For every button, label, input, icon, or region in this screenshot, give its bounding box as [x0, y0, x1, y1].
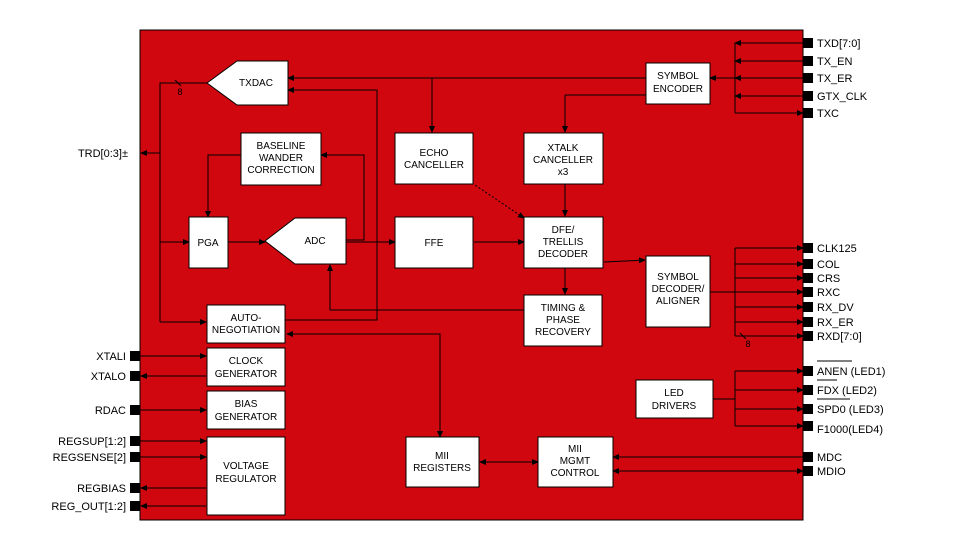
pga-block: PGA [188, 216, 229, 269]
voltage-label-1: VOLTAGE [223, 461, 269, 472]
adc-block: ADC [264, 217, 347, 265]
xtalk-label-1: XTALK [548, 143, 579, 154]
bias-generator-block: BIAS GENERATOR [206, 390, 286, 430]
symbol-decoder-block: SYMBOL DECODER/ ALIGNER [645, 255, 711, 328]
symbol-decoder-label-3: ALIGNER [656, 296, 700, 307]
mii-mgmt-control-block: MII MGMT CONTROL [537, 436, 614, 488]
pin-led1: ANEN (LED1) [817, 366, 885, 378]
ffe-block: FFE [394, 216, 474, 269]
mii-mgmt-label-1: MII [568, 444, 582, 455]
right-pins: TXD[7:0] TX_EN TX_ER GTX_CLK TXC CLK125 … [745, 38, 885, 478]
signal-lines [140, 40, 804, 509]
dfe-label-1: DFE/ [552, 225, 575, 236]
pin-mdio: MDIO [817, 466, 846, 478]
symbol-encoder-label-1: SYMBOL [657, 71, 699, 82]
dfe-label-3: DECODER [538, 249, 588, 260]
pin-txc: TXC [817, 108, 839, 120]
pin-xtalo: XTALO [91, 371, 127, 383]
baseline-label-1: BASELINE [257, 141, 306, 152]
pin-led4: F1000(LED4) [817, 424, 883, 436]
pin-col: COL [817, 259, 840, 271]
mii-registers-label-2: REGISTERS [413, 463, 471, 474]
pin-xtali: XTALI [96, 351, 126, 363]
clock-generator-block: CLOCK GENERATOR [206, 347, 286, 387]
pin-mdc: MDC [817, 452, 842, 464]
echo-label-2: CANCELLER [404, 160, 464, 171]
symbol-encoder-block: SYMBOL ENCODER [645, 62, 711, 105]
timing-label-1: TIMING & [541, 303, 586, 314]
timing-recovery-block: TIMING & PHASE RECOVERY [523, 294, 603, 347]
timing-label-2: PHASE [546, 315, 580, 326]
pga-label: PGA [197, 238, 218, 249]
pin-rxd: RXD[7:0] [817, 331, 862, 343]
echo-canceller-block: ECHO CANCELLER [394, 132, 474, 185]
pin-regsup: REGSUP[1:2] [58, 436, 126, 448]
baseline-label-2: WANDER [259, 153, 303, 164]
txdac-block: TXDAC [206, 60, 289, 106]
mii-mgmt-label-2: MGMT [560, 456, 591, 467]
pin-regbias: REGBIAS [77, 483, 126, 495]
pin-tx-en: TX_EN [817, 56, 853, 68]
mii-registers-label-1: MII [435, 451, 449, 462]
left-pins: TRD[0:3]± XTALI XTALO RDAC REGSUP[1:2] R… [51, 148, 140, 513]
symbol-decoder-label-1: SYMBOL [657, 272, 699, 283]
mii-mgmt-label-3: CONTROL [551, 468, 600, 479]
pin-regsense: REGSENSE[2] [53, 452, 126, 464]
txdac-bus-width: 8 [177, 87, 182, 97]
led-drivers-block: LED DRIVERS [635, 379, 714, 419]
ffe-label: FFE [425, 238, 444, 249]
voltage-regulator-block: VOLTAGE REGULATOR [206, 436, 286, 516]
pin-tx-er: TX_ER [817, 73, 853, 85]
auto-negotiation-block: AUTO- NEGOTIATION [206, 304, 286, 344]
autoneg-label-1: AUTO- [231, 313, 262, 324]
baseline-wander-block: BASELINE WANDER CORRECTION [240, 132, 322, 186]
pin-rdac: RDAC [95, 405, 126, 417]
mii-registers-block: MII REGISTERS [405, 436, 480, 488]
adc-label: ADC [304, 236, 325, 247]
xtalk-canceller-block: XTALK CANCELLER x3 [523, 132, 604, 185]
bias-label-2: GENERATOR [215, 412, 277, 423]
pin-txd: TXD[7:0] [817, 38, 860, 50]
txdac-label: TXDAC [239, 78, 273, 89]
pin-clk125: CLK125 [817, 243, 857, 255]
pin-led2: FDX (LED2) [817, 385, 877, 397]
pin-crs: CRS [817, 273, 840, 285]
dfe-label-2: TRELLIS [543, 237, 584, 248]
pin-reg-out: REG_OUT[1:2] [51, 501, 126, 513]
symbol-decoder-label-2: DECODER/ [652, 284, 705, 295]
rxd-bus-width: 8 [745, 339, 750, 349]
timing-label-3: RECOVERY [535, 327, 591, 338]
pin-rx-dv: RX_DV [817, 302, 854, 314]
led-drivers-label-1: LED [664, 388, 683, 399]
bias-label-1: BIAS [235, 399, 258, 410]
pin-rx-er: RX_ER [817, 317, 854, 329]
clock-label-2: GENERATOR [215, 369, 277, 380]
voltage-label-2: REGULATOR [215, 474, 276, 485]
led-drivers-label-2: DRIVERS [652, 401, 697, 412]
pin-rxc: RXC [817, 287, 840, 299]
pin-led3: SPD0 (LED3) [817, 404, 884, 416]
symbol-encoder-label-2: ENCODER [653, 84, 703, 95]
xtalk-label-3: x3 [558, 167, 569, 178]
clock-label-1: CLOCK [229, 356, 264, 367]
autoneg-label-2: NEGOTIATION [212, 325, 280, 336]
baseline-label-3: CORRECTION [247, 165, 314, 176]
xtalk-label-2: CANCELLER [533, 155, 593, 166]
dfe-trellis-decoder-block: DFE/ TRELLIS DECODER [523, 216, 604, 269]
pin-trd: TRD[0:3]± [78, 148, 128, 160]
pin-gtx-clk: GTX_CLK [817, 91, 868, 103]
echo-label-1: ECHO [420, 148, 449, 159]
